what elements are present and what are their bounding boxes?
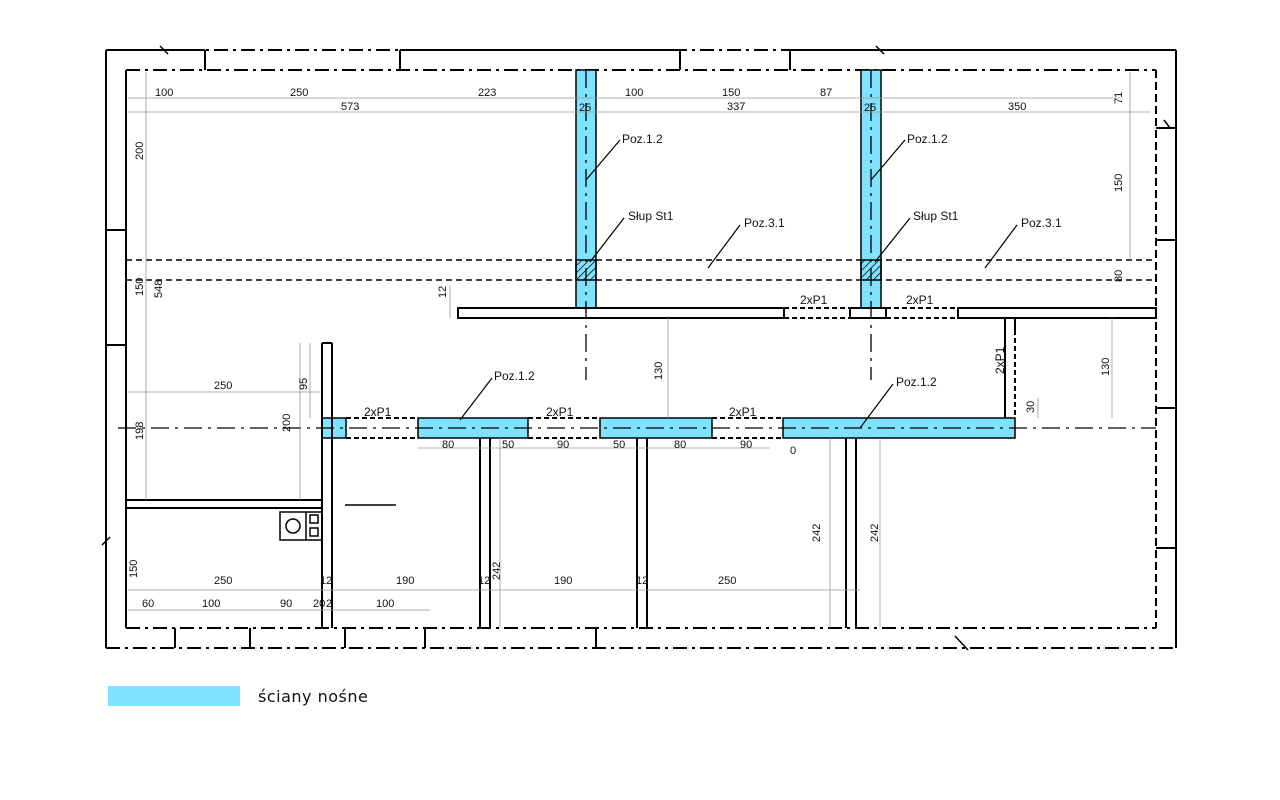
dimension-text: 100 250 223 100 150 87 573 337 350 25 25… (128, 87, 1125, 610)
label-lintel-f: 2xP1 (993, 346, 1007, 374)
dim-242-b: 242 (811, 524, 823, 542)
dim-under-90a: 90 (557, 439, 569, 451)
dim-top-87: 87 (820, 87, 832, 99)
label-poz-3-1-a: Poz.3.1 (744, 216, 785, 230)
label-slup-a: Słup St1 (628, 209, 674, 223)
label-lintel-d: 2xP1 (546, 405, 574, 419)
label-poz-1-2-d: Poz.1.2 (896, 375, 937, 389)
frame-ticks (101, 45, 1171, 651)
dim-top-100: 100 (155, 87, 173, 99)
dim-right-71: 71 (1113, 92, 1125, 104)
dimension-lines (128, 72, 1150, 628)
dim-top-573: 573 (341, 101, 359, 113)
legend-swatch (108, 686, 240, 706)
dim-top-337: 337 (727, 101, 745, 113)
dim-top-250: 250 (290, 87, 308, 99)
dim-top-223: 223 (478, 87, 496, 99)
dim-right-150: 150 (1113, 174, 1125, 192)
dim-bottom-12b: 12 (478, 575, 490, 587)
dim-right-130: 130 (1100, 358, 1112, 376)
label-lintel-a: 2xP1 (800, 293, 828, 307)
label-slup-b: Słup St1 (913, 209, 959, 223)
dim-left-548: 548 (153, 280, 165, 298)
dim-bottom2-100a: 100 (202, 598, 220, 610)
dim-bottom2-20: 20 (313, 598, 325, 610)
dim-room-200: 200 (281, 414, 293, 432)
legend-label: ściany nośne (258, 687, 368, 706)
label-lintel-b: 2xP1 (906, 293, 934, 307)
axis-lines (118, 70, 1156, 429)
dim-under-90b: 90 (740, 439, 752, 451)
dim-under-50b: 50 (613, 439, 625, 451)
dim-under-0: 0 (790, 445, 796, 457)
label-poz-1-2-b: Poz.1.2 (907, 132, 948, 146)
dim-top-100b: 100 (625, 87, 643, 99)
dim-bottom-190b: 190 (554, 575, 572, 587)
dim-242-a: 242 (491, 562, 503, 580)
dim-bottom-12a: 12 (320, 575, 332, 587)
dim-top-350: 350 (1008, 101, 1026, 113)
dim-under-50a: 50 (502, 439, 514, 451)
dim-bottom-150: 150 (128, 560, 140, 578)
dim-wall-25-a: 25 (579, 102, 591, 114)
dim-room-95: 95 (298, 378, 310, 390)
pillars (575, 259, 882, 281)
label-poz-3-1-b: Poz.3.1 (1021, 216, 1062, 230)
dim-bottom-250a: 250 (214, 575, 232, 587)
label-lintel-e: 2xP1 (729, 405, 757, 419)
legend: ściany nośne (108, 686, 368, 706)
dim-under-80b: 80 (674, 439, 686, 451)
dim-12: 12 (437, 286, 449, 298)
dim-left-198: 198 (134, 422, 146, 440)
dim-wall-25-b: 25 (864, 102, 876, 114)
label-lintel-c: 2xP1 (364, 405, 392, 419)
dim-bottom-190a: 190 (396, 575, 414, 587)
dim-left-150: 150 (134, 278, 146, 296)
dim-left-200: 200 (134, 142, 146, 160)
dim-room-250: 250 (214, 380, 232, 392)
beam-band (126, 259, 1156, 281)
dim-under-80a: 80 (442, 439, 454, 451)
dim-bottom-12c: 12 (636, 575, 648, 587)
dim-130-mid: 130 (653, 362, 665, 380)
dim-top-150: 150 (722, 87, 740, 99)
dim-right-80: 80 (1113, 270, 1125, 282)
labels: Poz.1.2 Poz.1.2 Słup St1 Słup St1 Poz.3.… (364, 132, 1062, 419)
dim-bottom2-2: 2 (326, 598, 332, 610)
label-poz-1-2-a: Poz.1.2 (622, 132, 663, 146)
dim-bottom2-60: 60 (142, 598, 154, 610)
dim-bottom2-100b: 100 (376, 598, 394, 610)
stove-icon (279, 511, 323, 541)
dim-242-c: 242 (869, 524, 881, 542)
leader-lines (459, 139, 1018, 429)
dim-bottom2-90: 90 (280, 598, 292, 610)
interior-walls (126, 307, 1157, 628)
label-poz-1-2-c: Poz.1.2 (494, 369, 535, 383)
dim-right-30: 30 (1025, 401, 1037, 413)
dim-bottom-250b: 250 (718, 575, 736, 587)
outer-walls (105, 49, 1177, 649)
